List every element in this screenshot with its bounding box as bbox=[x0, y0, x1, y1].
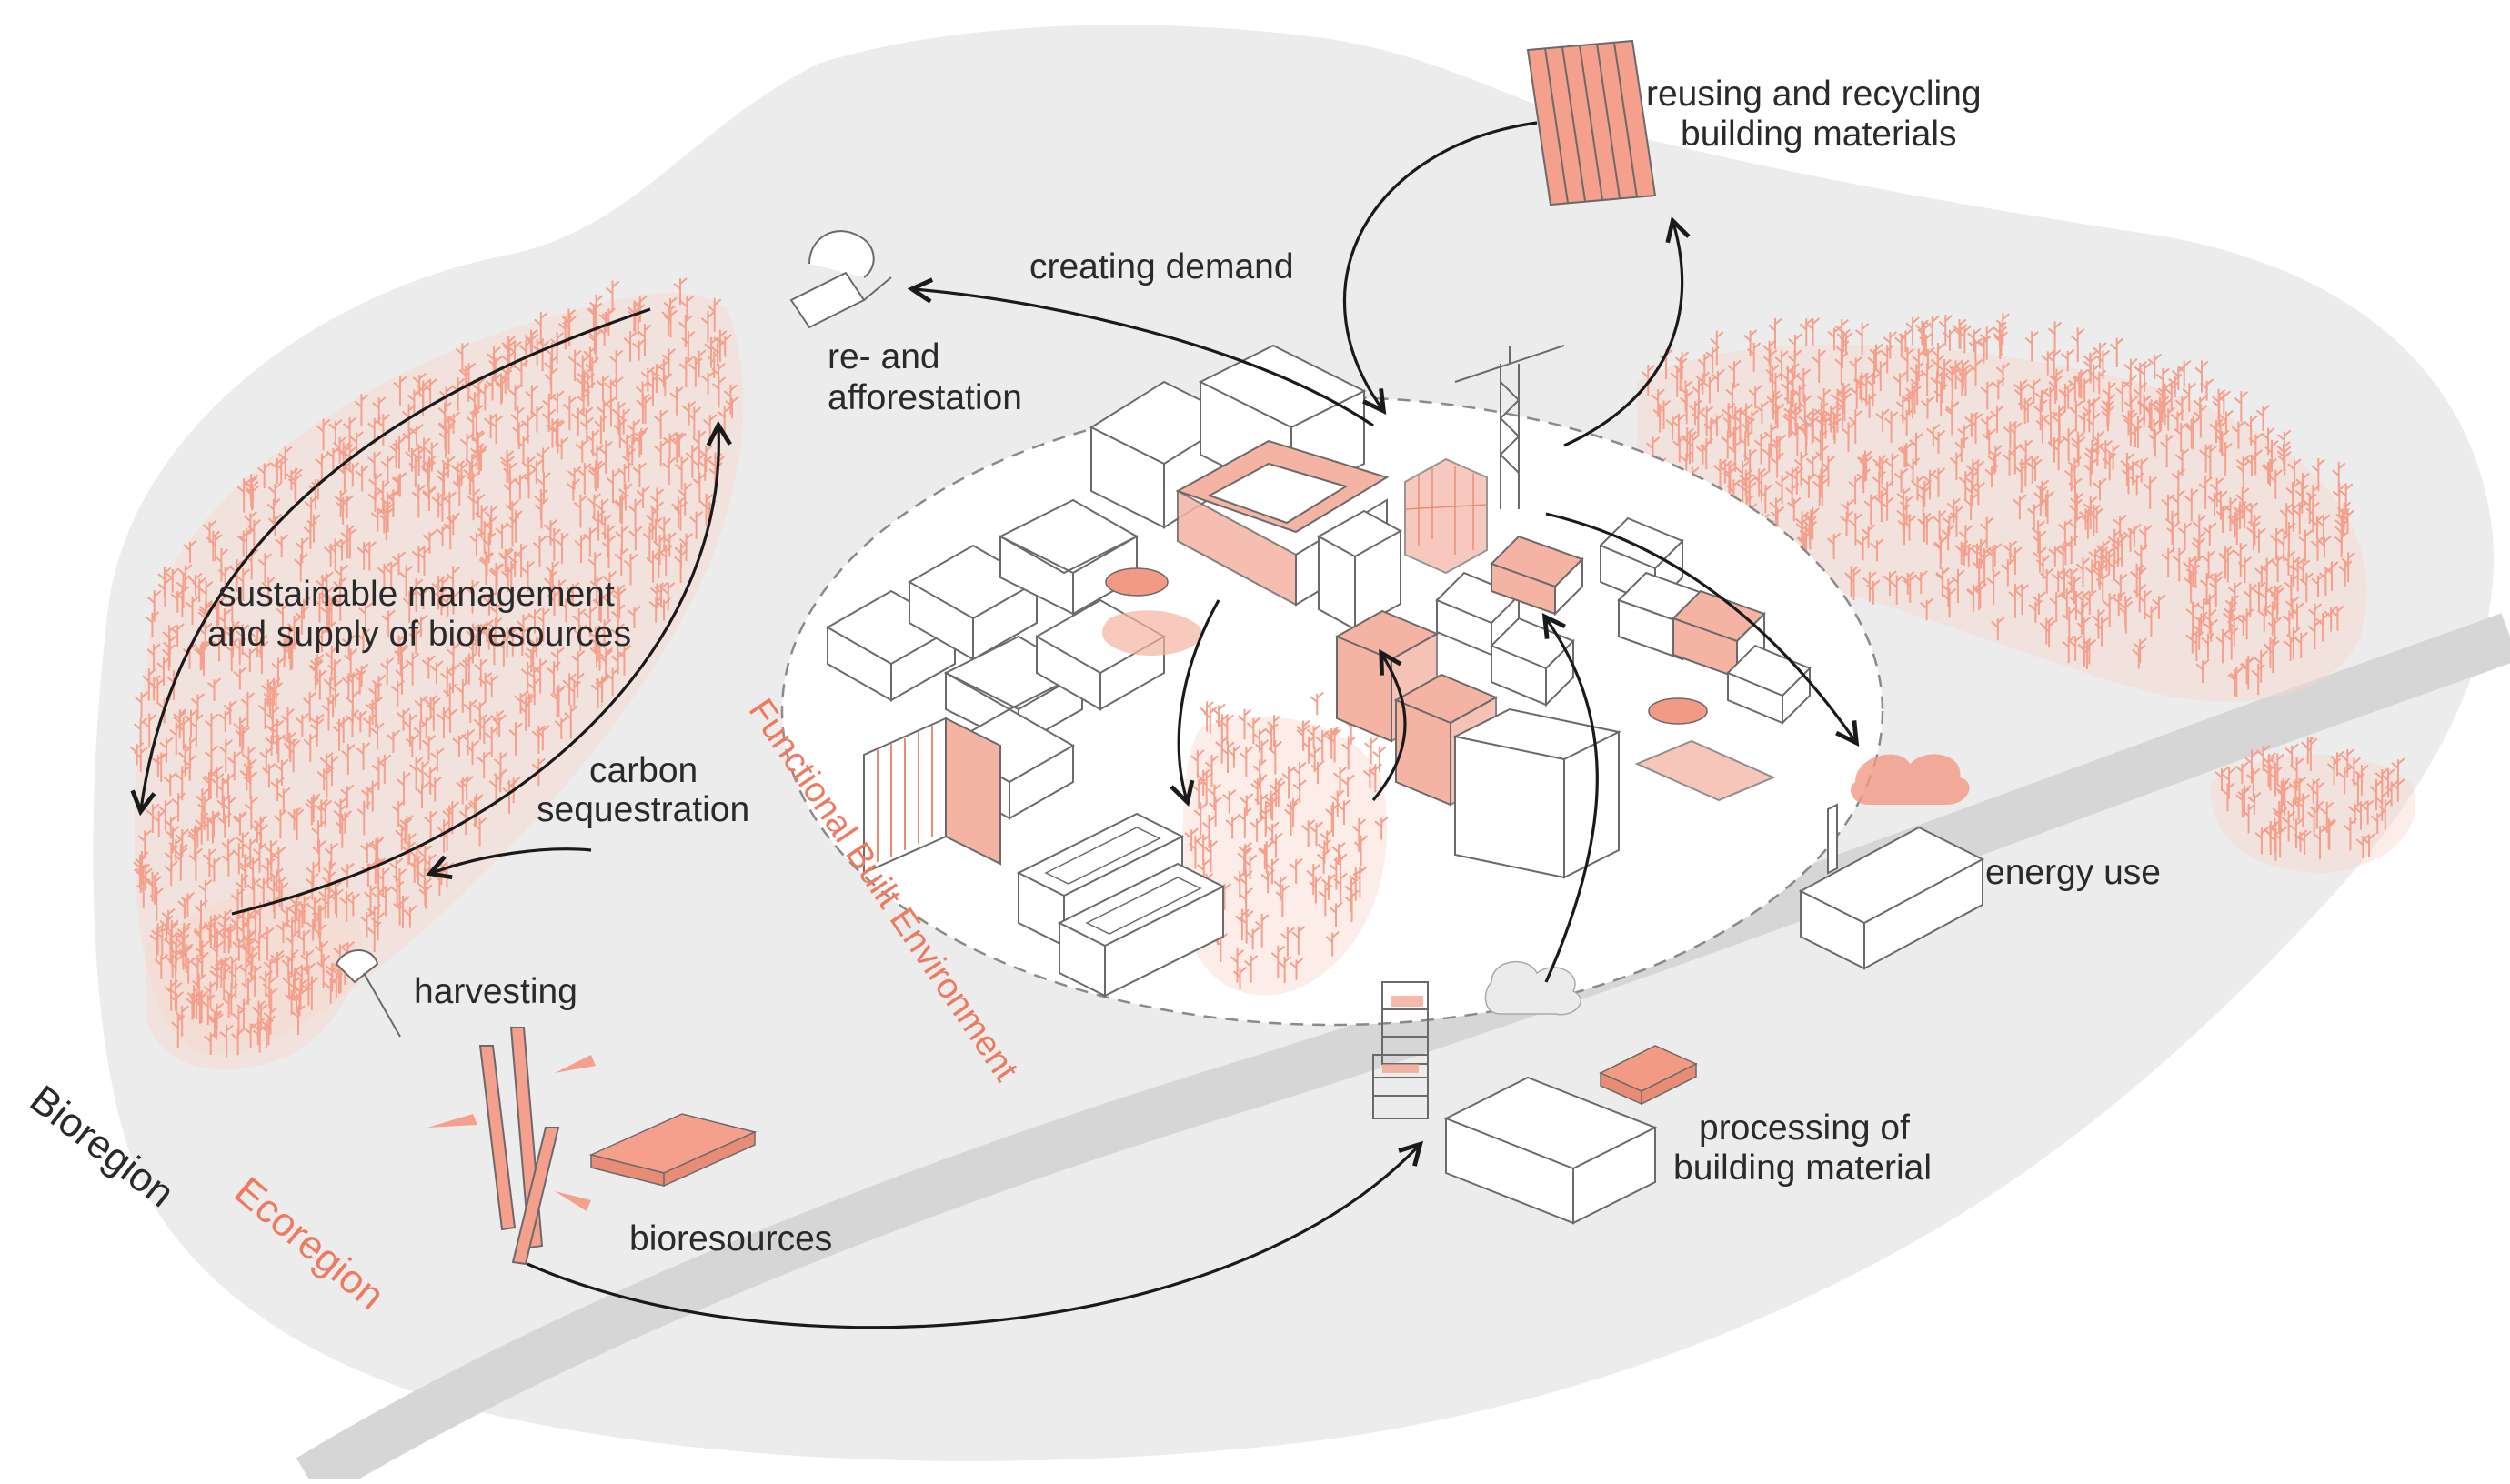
arrow-carbon-sequestration bbox=[432, 847, 592, 873]
hollow-blocks bbox=[1016, 812, 1226, 998]
arrow-sustainable-supply bbox=[141, 307, 651, 809]
forest-right-area bbox=[1637, 344, 2367, 702]
arrow-reuse-loop bbox=[1343, 121, 1538, 409]
label-processing-line2: building material bbox=[1673, 1148, 1932, 1188]
timber-panels-icon bbox=[1526, 39, 1657, 206]
arrow-to-reuse bbox=[1563, 223, 1682, 447]
crane-icon bbox=[1454, 345, 1565, 509]
label-sustain-line1: sustainable management bbox=[218, 575, 615, 614]
label-creating-demand: creating demand bbox=[1029, 247, 1294, 286]
watering-can-icon bbox=[789, 230, 892, 329]
label-reuse-line2: building materials bbox=[1681, 115, 1957, 154]
arrow-carbon-up bbox=[231, 427, 718, 916]
timber-building bbox=[863, 717, 1001, 875]
label-reforest-line2: afforestation bbox=[828, 378, 1022, 417]
flow-arrows bbox=[141, 121, 1855, 1329]
bamboo-icon bbox=[427, 1027, 596, 1266]
bamboo-forest-trees bbox=[129, 277, 2405, 1058]
arrow-forest-to-city bbox=[1371, 655, 1407, 802]
axe-icon bbox=[335, 949, 401, 1038]
forest-left-area bbox=[134, 292, 744, 1055]
label-bioresources: bioresources bbox=[629, 1219, 832, 1258]
pavilion-canopy-left bbox=[1105, 567, 1169, 597]
arrow-creating-demand bbox=[914, 289, 1374, 427]
construction-site bbox=[1404, 345, 1565, 575]
sawmill-icon bbox=[1372, 960, 1658, 1225]
arrow-bioresources-to-processing bbox=[527, 1146, 1419, 1329]
label-reforest-line1: re- and bbox=[828, 337, 940, 376]
arrow-city-to-forest bbox=[1179, 599, 1220, 800]
large-block-plaza bbox=[1101, 567, 1776, 879]
label-energy-use: energy use bbox=[1985, 853, 2161, 892]
apartment-tower bbox=[1316, 509, 1403, 631]
arrow-energy-use bbox=[1545, 512, 1855, 741]
label-carbon-line2: sequestration bbox=[537, 790, 749, 829]
label-reuse-line1: reusing and recycling bbox=[1646, 75, 1982, 114]
label-sustain-line2: and supply of bioresources bbox=[207, 615, 631, 654]
lumber-stack-icon bbox=[588, 1113, 758, 1188]
inner-forest-trees bbox=[1184, 691, 1389, 990]
pavilion-canopy bbox=[1648, 697, 1708, 725]
factory-icon bbox=[1798, 754, 1985, 970]
label-harvesting: harvesting bbox=[414, 972, 577, 1011]
label-carbon-line1: carbon bbox=[589, 751, 698, 790]
lumber-stack-icon bbox=[1599, 1045, 1698, 1106]
label-processing-line1: processing of bbox=[1699, 1108, 1910, 1148]
arrow-processing-to-city bbox=[1546, 618, 1599, 983]
